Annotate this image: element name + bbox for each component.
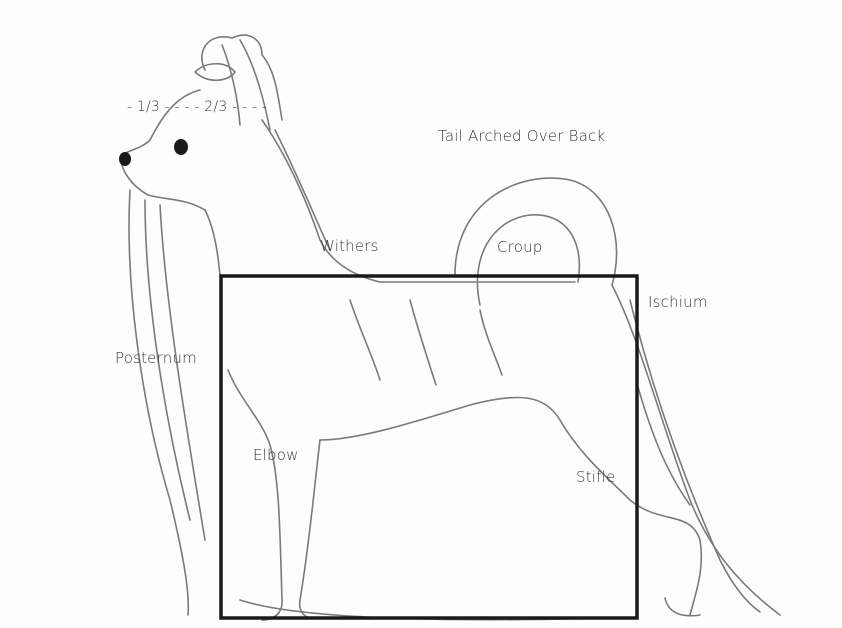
stifle-label: Stifle [576, 468, 615, 486]
withers-label: Withers [320, 237, 379, 255]
tail-outer [455, 178, 617, 285]
tail-label: Tail Arched Over Back [438, 127, 605, 145]
croup-label: Croup [497, 238, 543, 256]
topknot-strands [222, 40, 270, 130]
muzzle [120, 158, 205, 210]
neck-back [262, 120, 380, 282]
coat-body-1 [350, 300, 380, 380]
coat-body-3 [480, 310, 502, 375]
tail-hair-2 [630, 300, 760, 612]
hind-leg-back [636, 380, 690, 505]
front-leg-back [300, 440, 320, 618]
chest-line [205, 210, 220, 275]
front-leg [228, 370, 282, 620]
hind-leg [560, 420, 701, 615]
coat-body-2 [410, 300, 436, 385]
elbow-label: Elbow [253, 446, 299, 464]
coat-strand-1 [129, 190, 188, 615]
nose [119, 152, 131, 166]
ischium-label: Ischium [648, 293, 708, 311]
belly-line [320, 397, 560, 440]
neck-hair [275, 130, 330, 250]
head-ratio-label: - 1/3 - - - - 2/3 - - - - [127, 99, 267, 115]
posternum-label: Posternum [115, 349, 197, 367]
eye [174, 139, 188, 155]
tail-inner [477, 215, 579, 305]
